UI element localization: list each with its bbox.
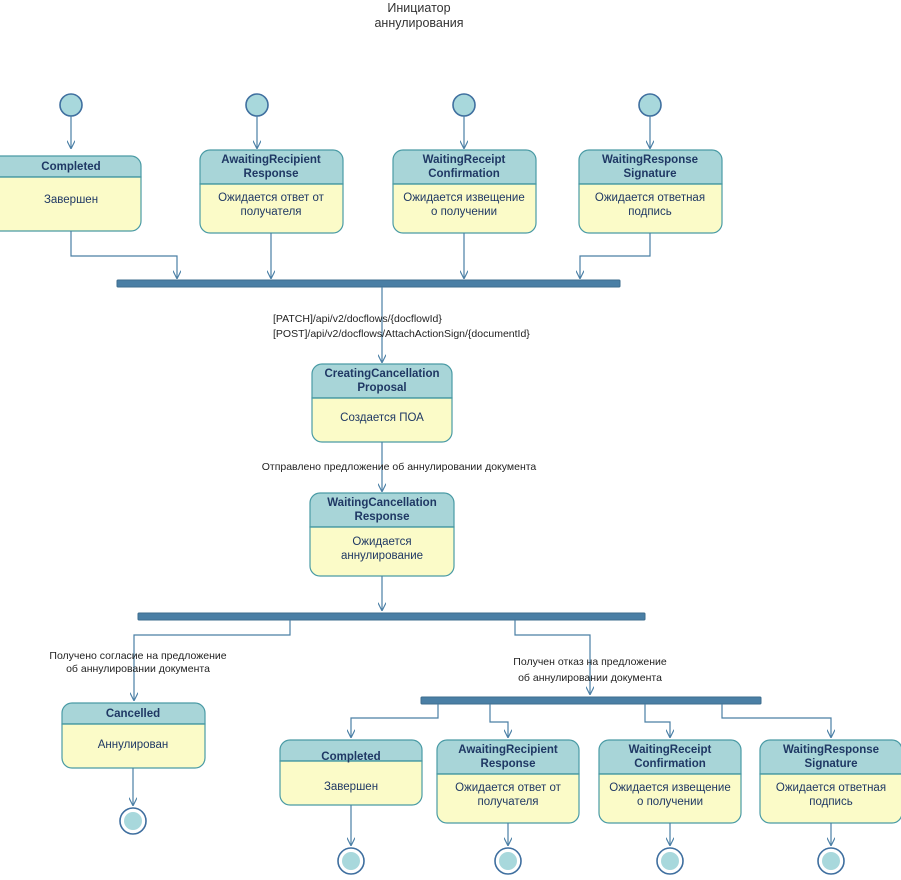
- edge-label-accept-line1: Получено согласие на предложение: [49, 650, 226, 662]
- final-node-cancelled: [119, 807, 147, 835]
- connector-forkbottom-to-awaiting: [489, 704, 508, 737]
- state-waiting-response-signature-top[interactable]: WaitingResponse Signature Ожидается отве…: [578, 149, 723, 234]
- state-awaiting-recipient-response-bottom[interactable]: AwaitingRecipient Response Ожидается отв…: [436, 739, 580, 824]
- start-node-2: [245, 93, 269, 117]
- state-description: Ожидается извещение: [609, 782, 730, 794]
- state-name: WaitingResponse: [602, 154, 698, 166]
- edge-label-reject-line2: об аннулировании документа: [518, 672, 662, 684]
- state-name: WaitingReceipt: [423, 154, 506, 166]
- connector-signature-to-join: [580, 233, 651, 278]
- final-node-completed: [337, 847, 365, 875]
- state-name: WaitingCancellation: [327, 497, 436, 509]
- state-name: AwaitingRecipient: [221, 154, 321, 166]
- state-name: WaitingReceipt: [629, 744, 712, 756]
- state-name-line2: Response: [481, 758, 536, 770]
- state-creating-cancellation-proposal[interactable]: CreatingCancellation Proposal Создается …: [311, 363, 453, 443]
- final-node-awaiting: [494, 847, 522, 875]
- state-waiting-cancellation-response[interactable]: WaitingCancellation Response Ожидается а…: [309, 492, 455, 577]
- state-name: CreatingCancellation: [324, 368, 439, 380]
- state-description: Завершен: [44, 194, 98, 206]
- start-node-1: [59, 93, 83, 117]
- state-description-line2: получателя: [240, 206, 301, 218]
- state-name-line2: Proposal: [357, 382, 406, 394]
- state-description: Ожидается ответ от: [455, 782, 562, 794]
- state-description-line2: о получении: [431, 206, 497, 218]
- final-node-signature: [817, 847, 845, 875]
- state-name-line2: Confirmation: [428, 168, 500, 180]
- state-description-line2: подпись: [628, 206, 671, 218]
- state-description: Ожидается ответная: [776, 782, 886, 794]
- start-node-4: [638, 93, 662, 117]
- state-description-line2: о получении: [637, 796, 703, 808]
- state-name-line2: Signature: [804, 758, 857, 770]
- final-node-receipt: [656, 847, 684, 875]
- state-name: Completed: [321, 751, 380, 763]
- state-completed-bottom[interactable]: Completed Завершен: [279, 739, 423, 806]
- fork-bar-middle: [137, 612, 646, 621]
- api-label-patch: [PATCH]/api/v2/docflows/{docflowId}: [273, 313, 442, 325]
- connector-fork-to-cancelled: [134, 620, 291, 700]
- state-waiting-response-signature-bottom[interactable]: WaitingResponse Signature Ожидается отве…: [759, 739, 901, 824]
- state-name-line2: Signature: [623, 168, 676, 180]
- state-description: Аннулирован: [98, 739, 169, 751]
- connector-forkbottom-to-signature: [721, 704, 831, 737]
- state-description-line2: подпись: [809, 796, 852, 808]
- api-label-post: [POST]/api/v2/docflows/AttachActionSign/…: [273, 328, 530, 340]
- state-description: Создается ПОА: [340, 412, 424, 424]
- state-waiting-receipt-confirmation-top[interactable]: WaitingReceipt Confirmation Ожидается из…: [392, 149, 537, 234]
- state-description-line2: получателя: [477, 796, 538, 808]
- state-name: WaitingResponse: [783, 744, 879, 756]
- state-description: Ожидается извещение: [403, 192, 524, 204]
- state-name: AwaitingRecipient: [458, 744, 558, 756]
- state-cancelled[interactable]: Cancelled Аннулирован: [61, 702, 206, 769]
- lane-title-line1: Инициатор: [387, 1, 450, 15]
- connector-forkbottom-to-receipt: [644, 704, 670, 737]
- state-name-line2: Confirmation: [634, 758, 706, 770]
- join-bar-top: [116, 279, 621, 288]
- lane-title-line2: аннулирования: [374, 16, 463, 30]
- state-description: Ожидается ответ от: [218, 192, 325, 204]
- state-completed-top[interactable]: Completed Завершен: [0, 155, 142, 232]
- state-description: Ожидается ответная: [595, 192, 705, 204]
- state-name-line2: Response: [244, 168, 299, 180]
- state-name-line2: Response: [355, 511, 410, 523]
- state-awaiting-recipient-response-top[interactable]: AwaitingRecipient Response Ожидается отв…: [199, 149, 344, 234]
- edge-label-reject-line1: Получен отказ на предложение: [513, 656, 667, 668]
- state-description: Завершен: [324, 781, 378, 793]
- edge-label-proposal-sent: Отправлено предложение об аннулировании …: [262, 461, 537, 473]
- connector-fork-to-reject-fork: [514, 620, 590, 694]
- state-name: Cancelled: [106, 708, 160, 720]
- connector-forkbottom-to-completed: [351, 704, 439, 737]
- connector-completed-to-join: [70, 231, 177, 278]
- edge-label-accept-line2: об аннулировании документа: [66, 663, 210, 675]
- fork-bar-bottom: [420, 696, 762, 705]
- state-name: Completed: [41, 161, 100, 173]
- state-description-line2: аннулирование: [341, 550, 423, 562]
- state-description: Ожидается: [352, 536, 411, 548]
- state-waiting-receipt-confirmation-bottom[interactable]: WaitingReceipt Confirmation Ожидается из…: [598, 739, 742, 824]
- start-node-3: [452, 93, 476, 117]
